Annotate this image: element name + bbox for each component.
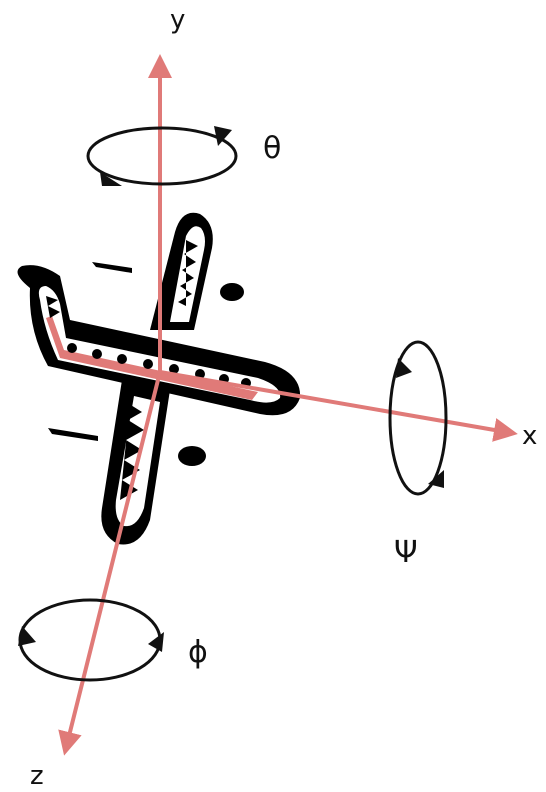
psi-label: Ψ bbox=[394, 535, 418, 570]
z-axis-label: z bbox=[30, 761, 44, 791]
y-axis-label: y bbox=[170, 5, 185, 35]
phi-label: ϕ bbox=[188, 635, 208, 670]
upper-wing bbox=[92, 213, 244, 330]
z-axis bbox=[67, 372, 160, 744]
x-axis-label: x bbox=[522, 421, 537, 451]
theta-label: θ bbox=[263, 131, 281, 166]
lower-wing bbox=[48, 380, 206, 545]
